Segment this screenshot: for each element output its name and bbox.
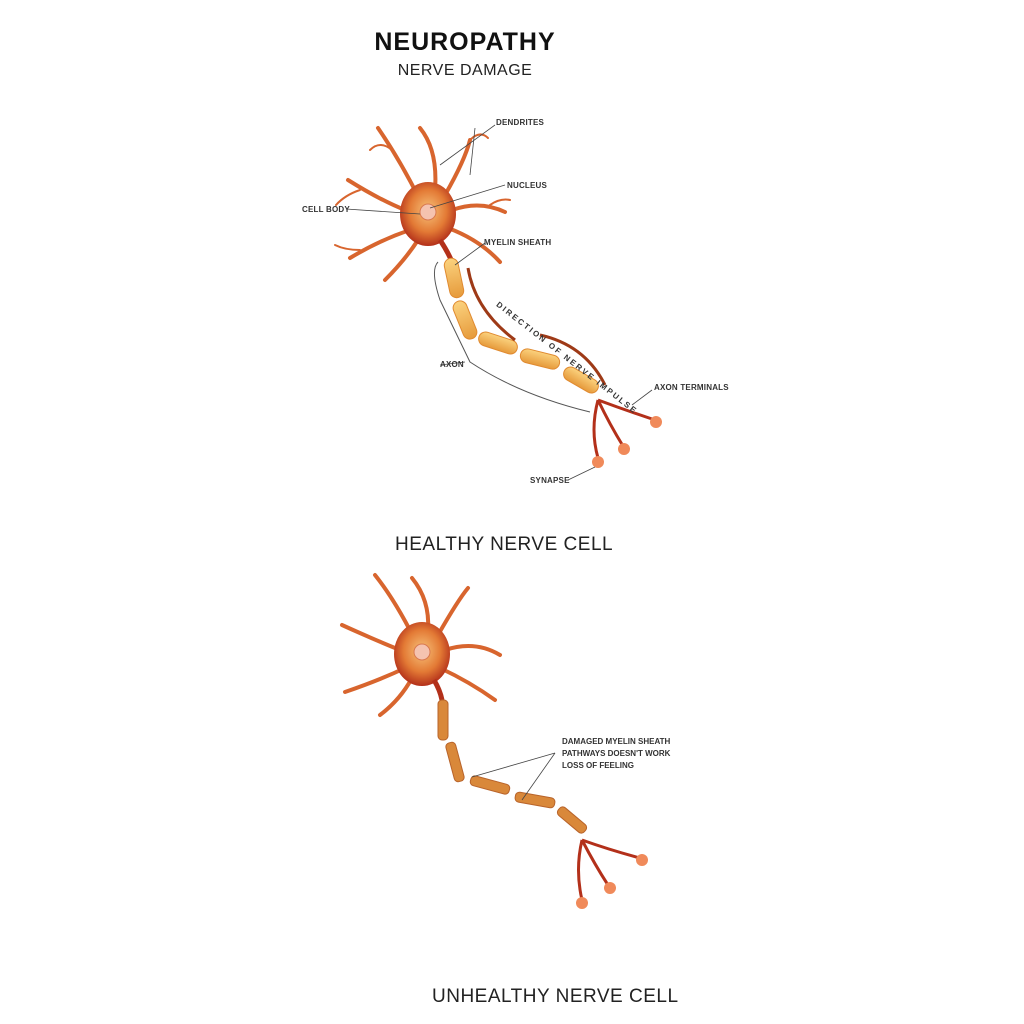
label-dendrites: DENDRITES <box>496 118 545 127</box>
label-synapse: SYNAPSE <box>530 476 570 485</box>
label-axon: AXON <box>440 360 464 369</box>
damaged-labels: DAMAGED MYELIN SHEATH PATHWAYS DOESN'T W… <box>562 736 670 772</box>
label-cell-body: CELL BODY <box>302 205 350 214</box>
label-pathways: PATHWAYS DOESN'T WORK <box>562 749 671 758</box>
label-myelin-sheath: MYELIN SHEATH <box>484 238 552 247</box>
label-damaged-myelin: DAMAGED MYELIN SHEATH <box>562 737 671 746</box>
healthy-caption: HEALTHY NERVE CELL <box>395 534 614 555</box>
unhealthy-caption: UNHEALTHY NERVE CELL <box>432 986 679 1007</box>
label-loss-of-feeling: LOSS OF FEELING <box>562 761 635 770</box>
page-title: NEUROPATHY <box>374 28 556 56</box>
healthy-neuron <box>334 126 511 282</box>
page-subtitle: NERVE DAMAGE <box>397 62 533 79</box>
label-axon-terminals: AXON TERMINALS <box>654 383 729 392</box>
label-nucleus: NUCLEUS <box>507 181 548 190</box>
healthy-nucleus <box>419 203 437 221</box>
